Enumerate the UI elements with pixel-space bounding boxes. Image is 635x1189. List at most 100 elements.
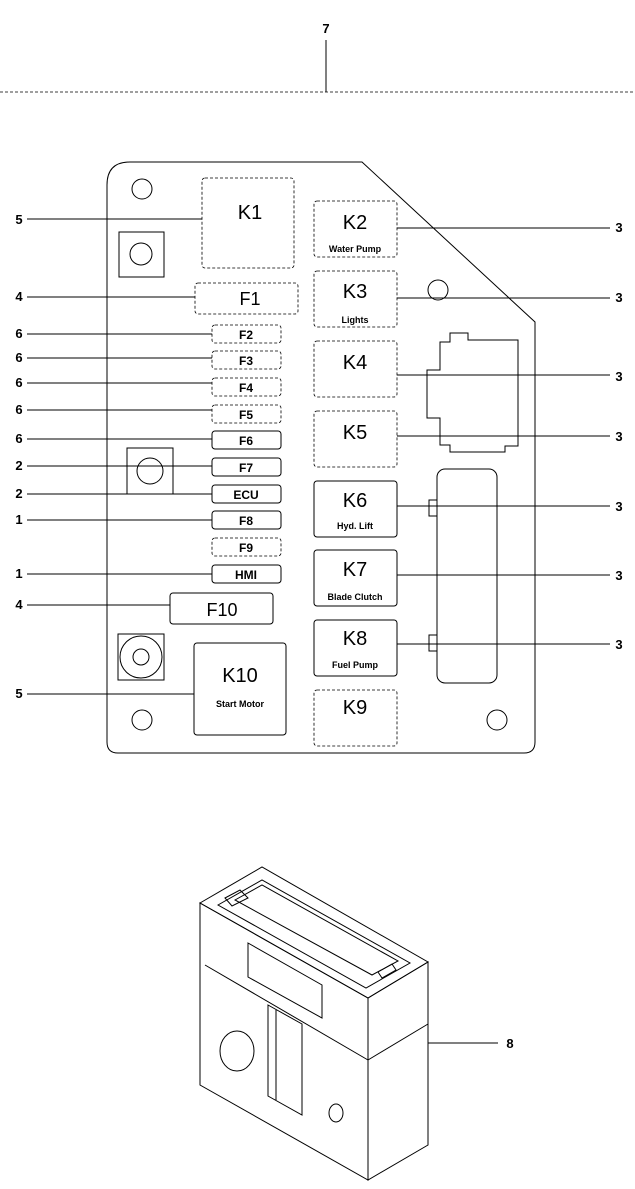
relay-k10-sub: Start Motor	[216, 699, 264, 709]
relay-k10-label: K10	[222, 665, 258, 687]
fuse-f4	[211, 377, 282, 397]
fuse-f8-label: F8	[239, 514, 253, 528]
callout-right: 3	[615, 568, 622, 583]
housing-top-face	[198, 866, 429, 999]
fuse-f5-label: F5	[239, 408, 253, 422]
housing-detail	[377, 963, 397, 979]
callout-left: 1	[15, 566, 22, 581]
callout-left: 6	[15, 402, 22, 417]
relay-k9	[313, 689, 398, 747]
callout-left: 4	[15, 289, 23, 304]
fuse-f7	[211, 457, 282, 477]
relay-k7-sub: Blade Clutch	[327, 592, 382, 602]
mounting-boss	[118, 231, 165, 278]
fuse-f3-label: F3	[239, 354, 253, 368]
relay-k8-label: K8	[343, 628, 367, 650]
housing-hole	[328, 1103, 344, 1123]
callout-left: 1	[15, 512, 22, 527]
callout-right: 3	[615, 220, 622, 235]
mounting-hole	[129, 242, 153, 266]
callout-right: 3	[615, 290, 622, 305]
relay-k7-label: K7	[343, 559, 367, 581]
relay-k3-sub: Lights	[342, 315, 369, 325]
callout-left: 6	[15, 350, 22, 365]
relay-k1-label: K1	[238, 202, 262, 224]
callout-left: 2	[15, 458, 22, 473]
mounting-hole	[136, 457, 164, 485]
callout-left: 5	[15, 686, 22, 701]
connector-upper	[426, 332, 519, 453]
mounting-hole	[119, 635, 163, 679]
mounting-hole	[427, 279, 449, 301]
housing-hole	[219, 1030, 255, 1072]
fuse-f7-label: F7	[239, 461, 253, 475]
fuse-f3	[211, 350, 282, 370]
callout-right: 3	[615, 499, 622, 514]
housing-slot	[267, 1004, 303, 1116]
callout-7: 7	[322, 21, 329, 36]
mounting-hole-inner	[132, 648, 150, 666]
fuse-f10	[169, 592, 274, 625]
connector-latch	[428, 499, 438, 517]
fuse-f10-label: F10	[206, 600, 237, 620]
relay-k6-label: K6	[343, 490, 367, 512]
fuse-f1-label: F1	[239, 289, 260, 309]
fuse-f6	[211, 430, 282, 450]
fuse-box-housing	[106, 161, 536, 754]
housing-side-face	[367, 961, 429, 1181]
fuse-f6-label: F6	[239, 434, 253, 448]
relay-housing-isometric	[198, 866, 498, 1181]
connector-lower	[436, 468, 498, 684]
right-callouts: 3 3 3 3 3 3 3	[397, 220, 623, 652]
callout-left: 5	[15, 212, 22, 227]
relay-k3-label: K3	[343, 281, 367, 303]
relay-k7	[313, 549, 398, 607]
housing-edge	[367, 1023, 429, 1061]
mounting-boss	[117, 633, 165, 681]
mounting-hole	[486, 709, 508, 731]
relay-k4	[313, 340, 398, 398]
connector-latch	[428, 634, 438, 652]
fuse-hmi-label: HMI	[235, 568, 257, 582]
left-callouts: 5 4 6 6 6 6 6 2 2 1 1 4 5	[15, 212, 212, 701]
relay-k2-label: K2	[343, 212, 367, 234]
callout-left: 4	[15, 597, 23, 612]
fuse-f9-label: F9	[239, 541, 253, 555]
housing-front-face	[199, 902, 369, 1181]
relay-k9-label: K9	[343, 697, 367, 719]
housing-edge	[204, 964, 369, 1061]
callout-left: 6	[15, 375, 22, 390]
relay-k6	[313, 480, 398, 538]
relay-k2	[313, 200, 398, 258]
housing-top-opening	[216, 879, 412, 989]
callout-left: 6	[15, 431, 22, 446]
callout-8: 8	[506, 1036, 513, 1051]
fuse-f1	[194, 282, 299, 315]
relay-k8-sub: Fuel Pump	[332, 660, 379, 670]
fuse-ecu-label: ECU	[233, 488, 258, 502]
fuse-f4-label: F4	[239, 381, 253, 395]
fuse-f9	[211, 537, 282, 557]
housing-window	[247, 942, 323, 1019]
mounting-hole	[131, 709, 153, 731]
fuse-f2-label: F2	[239, 328, 253, 342]
relay-k2-sub: Water Pump	[329, 244, 382, 254]
callout-left: 6	[15, 326, 22, 341]
callout-right: 3	[615, 429, 622, 444]
relay-k6-sub: Hyd. Lift	[337, 521, 373, 531]
callout-left: 2	[15, 486, 22, 501]
fuse-f5	[211, 404, 282, 424]
relay-k5	[313, 410, 398, 468]
callout-right: 3	[615, 369, 622, 384]
callout-right: 3	[615, 637, 622, 652]
mounting-boss	[126, 447, 174, 495]
relay-k10	[193, 642, 287, 736]
relay-k3	[313, 270, 398, 328]
relay-k4-label: K4	[343, 352, 367, 374]
mounting-hole	[131, 178, 153, 200]
relay-k1	[201, 177, 295, 269]
relay-k8	[313, 619, 398, 677]
housing-detail	[224, 889, 249, 907]
relay-k5-label: K5	[343, 422, 367, 444]
